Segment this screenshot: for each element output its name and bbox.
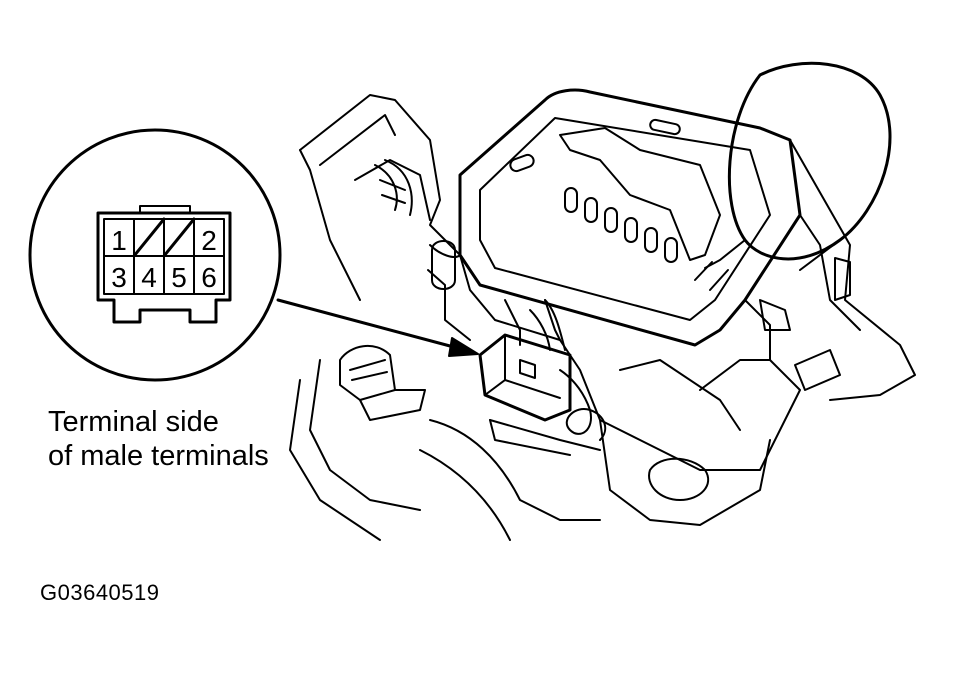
detail-circle (28, 128, 282, 382)
connector-detail-callout: 1 2 3 4 5 6 (28, 128, 282, 382)
pin-label: 3 (111, 262, 127, 293)
caption-line-1: Terminal side (48, 406, 219, 438)
unused-cavity-mark (162, 217, 196, 258)
pin-label: 5 (171, 262, 187, 293)
unused-cavity-mark (132, 217, 166, 258)
connector-caption: Terminal side of male terminals (48, 405, 269, 473)
shift-knob (694, 61, 892, 291)
shift-gate-cover (458, 88, 802, 347)
pin-label: 6 (201, 262, 217, 293)
pin-label: 1 (111, 225, 127, 256)
pin-label: 2 (201, 225, 217, 256)
shift-position-switch-connector (478, 333, 572, 422)
shift-lever-bracket (289, 94, 916, 541)
connector-housing (96, 211, 232, 324)
pin-label: 4 (141, 262, 157, 293)
leader-arrow (276, 298, 479, 357)
caption-line-2: of male terminals (48, 440, 269, 472)
figure-id: G03640519 (40, 580, 160, 605)
